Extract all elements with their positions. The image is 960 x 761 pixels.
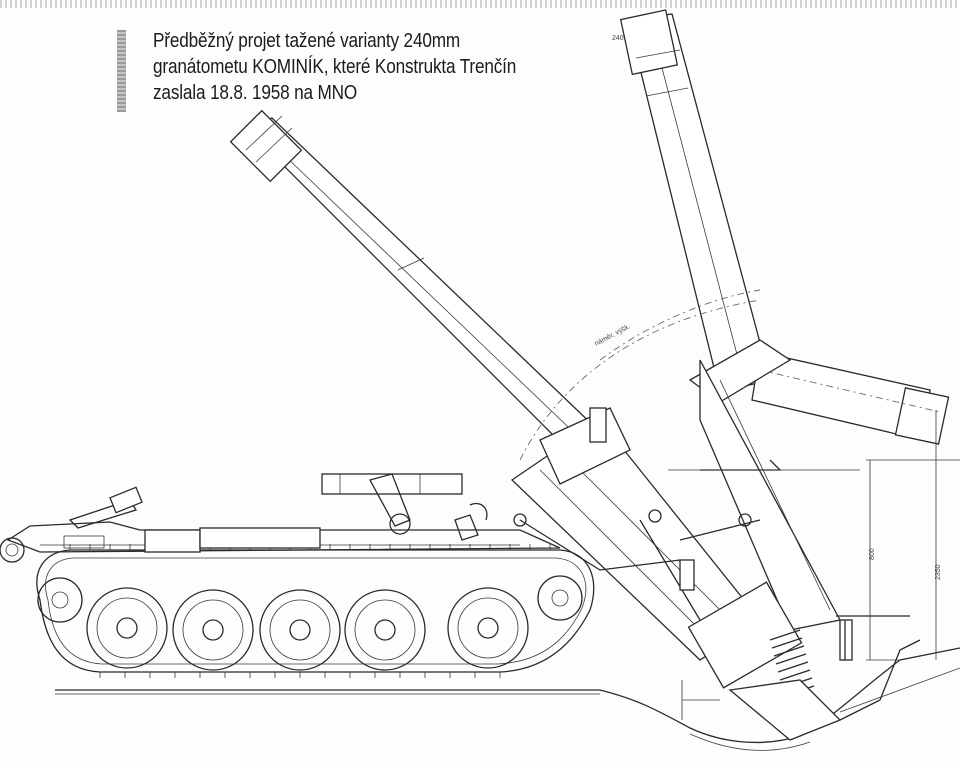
svg-text:240: 240 bbox=[612, 35, 624, 42]
vehicle-hull bbox=[0, 521, 561, 563]
caption-line-3: zaslala 18.8. 1958 na MNO bbox=[153, 82, 358, 104]
road-wheels bbox=[86, 587, 529, 671]
barrel-rest bbox=[321, 473, 488, 541]
gun-barrel-elevated bbox=[229, 109, 601, 455]
caption-line-1: Předběžný projet tažené varianty 240mm bbox=[153, 30, 461, 52]
gun-barrel-lowered bbox=[751, 351, 950, 445]
svg-text:náměr, výšk.: náměr, výšk. bbox=[594, 323, 632, 348]
caption-marker-bar bbox=[117, 30, 126, 112]
track-assembly bbox=[36, 544, 595, 678]
ground-terrain bbox=[55, 647, 960, 751]
gun-cradle bbox=[510, 339, 921, 741]
gun-barrel-vertical: 240 bbox=[612, 9, 771, 393]
scan-edge-strip bbox=[0, 0, 960, 8]
hull-mount bbox=[68, 486, 143, 529]
figure-caption: Předběžný projet tažené varianty 240mm g… bbox=[153, 28, 531, 106]
svg-text:800: 800 bbox=[869, 548, 876, 560]
caption-line-2: granátometu KOMINÍK, které Konstrukta Tr… bbox=[153, 56, 517, 78]
dimension-lines: 800 2350 bbox=[668, 410, 960, 720]
svg-text:2350: 2350 bbox=[935, 564, 942, 580]
